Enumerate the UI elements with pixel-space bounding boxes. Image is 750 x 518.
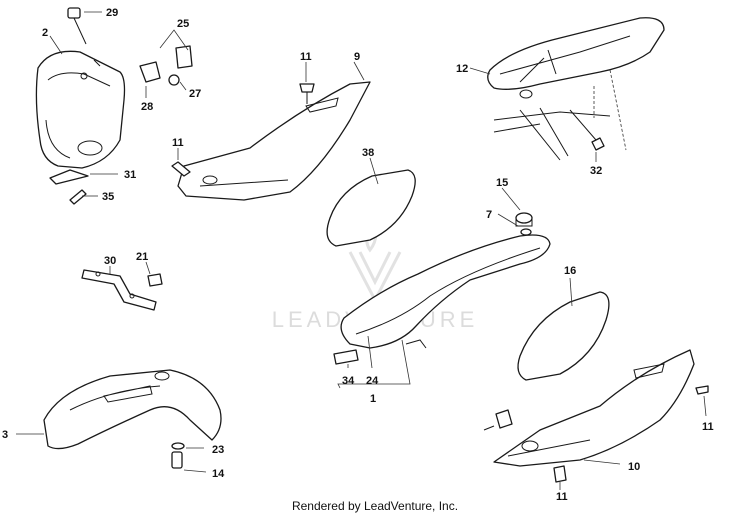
part-grommet-15 (515, 212, 533, 227)
part-headlight-mask (35, 50, 126, 185)
callout-11-bottom: 11 (556, 491, 568, 503)
part-washer-7 (520, 228, 532, 236)
callout-29: 29 (106, 7, 118, 19)
callout-31: 31 (124, 169, 136, 181)
part-seat-bracket-34 (333, 349, 359, 365)
callout-25: 25 (177, 18, 189, 30)
callout-3: 3 (2, 429, 8, 441)
part-right-decal-16 (517, 291, 610, 381)
callout-16: 16 (564, 265, 576, 277)
part-screw-11-upper (299, 83, 315, 104)
part-left-side-cover-9 (177, 81, 371, 201)
part-rear-fender-12 (487, 17, 665, 99)
callout-labels: 29 25 2 28 27 31 35 11 9 11 38 12 32 15 … (2, 7, 714, 503)
part-screw-11-right (695, 385, 709, 395)
part-rubber-mount (483, 409, 513, 431)
part-left-decal-38 (326, 169, 416, 247)
callout-11-left: 11 (172, 137, 184, 149)
callout-7: 7 (486, 209, 492, 221)
part-bracket-25 (159, 29, 193, 69)
part-bolt-14 (171, 451, 183, 469)
callout-11-right: 11 (702, 421, 714, 433)
leader-lines (16, 11, 707, 490)
part-seat-24 (340, 234, 551, 349)
callout-27: 27 (189, 88, 201, 100)
part-washer-23 (171, 442, 185, 450)
part-screw-32 (591, 137, 605, 151)
callout-34: 34 (342, 375, 355, 387)
callout-38: 38 (362, 147, 374, 159)
part-nut-21 (147, 273, 163, 287)
callout-1: 1 (370, 393, 376, 405)
callout-12: 12 (456, 63, 468, 75)
part-clip-28 (139, 61, 161, 83)
callout-24: 24 (366, 375, 379, 387)
part-screw-11-bottom (553, 465, 567, 483)
callout-2: 2 (42, 27, 48, 39)
callout-15: 15 (496, 177, 508, 189)
part-right-side-cover-10 (493, 349, 695, 467)
part-screw-35 (69, 189, 87, 205)
callout-28: 28 (141, 101, 153, 113)
callout-32: 32 (590, 165, 602, 177)
callout-9: 9 (354, 51, 360, 63)
callout-11-upper: 11 (300, 51, 312, 63)
callout-23: 23 (212, 444, 224, 456)
part-rear-subframe (493, 69, 627, 161)
callout-10: 10 (628, 461, 640, 473)
callout-21: 21 (136, 251, 148, 263)
callout-35: 35 (102, 191, 114, 203)
part-screw-11-left (171, 161, 191, 177)
callout-14: 14 (212, 468, 225, 480)
part-bracket-30 (81, 269, 157, 311)
callout-30: 30 (104, 255, 116, 267)
part-screw-27 (168, 74, 180, 86)
part-front-fender-3 (43, 369, 222, 450)
footer-credit: Rendered by LeadVenture, Inc. (291, 499, 459, 513)
part-bolt-29 (67, 7, 101, 67)
